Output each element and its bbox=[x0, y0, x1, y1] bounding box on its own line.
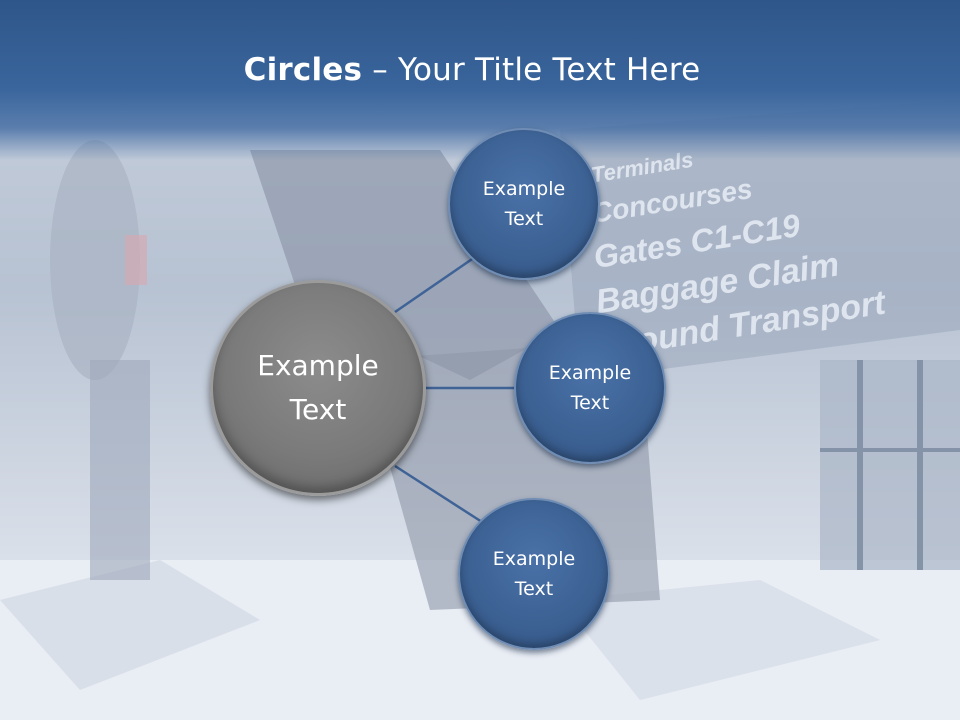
center-circle[interactable]: Example Text bbox=[210, 280, 426, 496]
node-circle-bottom[interactable]: Example Text bbox=[458, 498, 610, 650]
title-bold: Circles bbox=[243, 52, 363, 88]
node-circle-middle[interactable]: Example Text bbox=[514, 312, 666, 464]
node-circle-top-label: Example Text bbox=[482, 178, 566, 230]
node-circle-middle-label: Example Text bbox=[548, 362, 632, 414]
title-rest: – Your Title Text Here bbox=[362, 52, 701, 88]
connector-bottom bbox=[394, 464, 483, 524]
slide-title: Circles – Your Title Text Here bbox=[0, 52, 944, 88]
title-bar bbox=[0, 0, 960, 160]
node-circle-bottom-label: Example Text bbox=[492, 548, 576, 600]
center-circle-label: Example Text bbox=[257, 349, 379, 426]
node-circle-top[interactable]: Example Text bbox=[448, 128, 600, 280]
connector-top bbox=[394, 253, 479, 314]
